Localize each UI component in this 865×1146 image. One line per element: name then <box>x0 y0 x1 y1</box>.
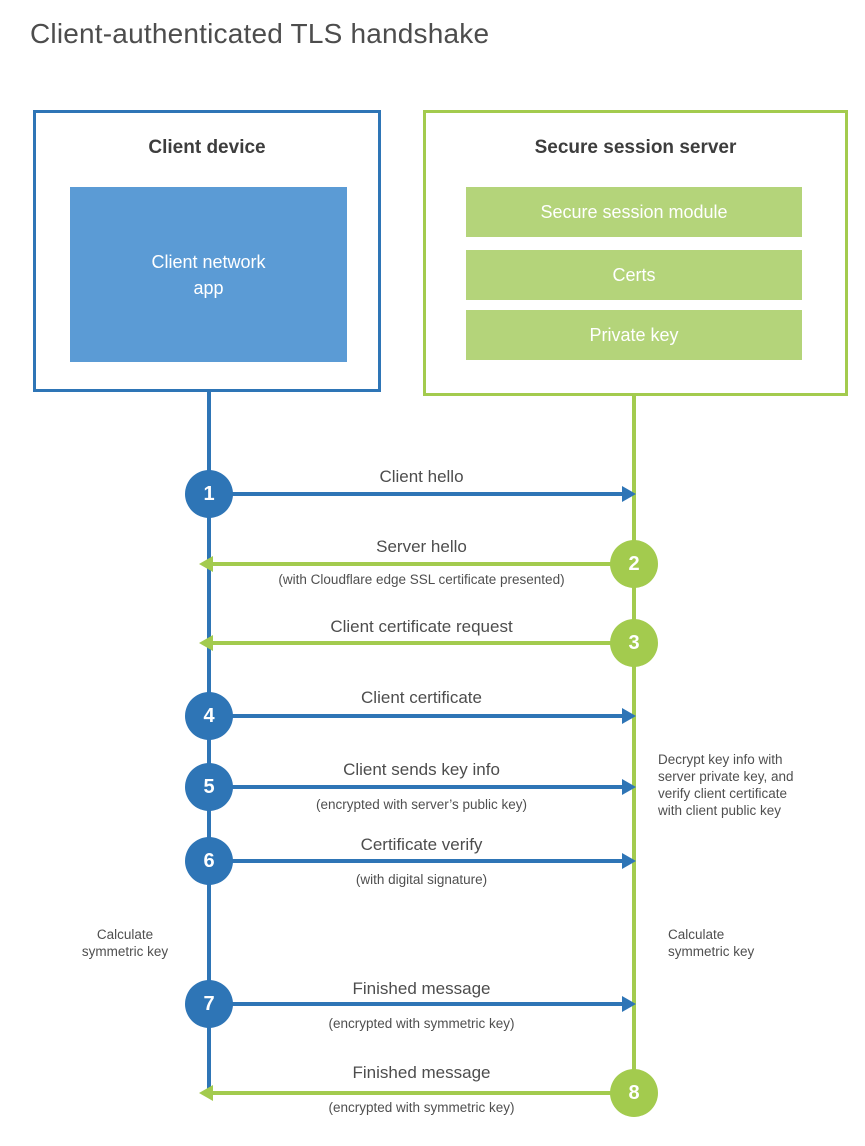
step-6-marker: 6 <box>185 837 233 885</box>
server-title: Secure session server <box>534 137 737 158</box>
step-8-marker: 8 <box>610 1069 658 1117</box>
step-4-arrow <box>231 714 623 718</box>
step-5-arrow <box>231 785 623 789</box>
step-8-arrow <box>212 1091 612 1095</box>
step-6-arrow <box>231 859 623 863</box>
step-3-label: Client certificate request <box>330 617 513 636</box>
step-2-arrowhead-icon <box>199 556 213 572</box>
step-5-sublabel: (encrypted with server’s public key) <box>315 797 528 812</box>
step-4-arrowhead-icon <box>622 708 636 724</box>
step-7-sublabel: (encrypted with symmetric key) <box>328 1016 515 1031</box>
step-7-label: Finished message <box>352 979 491 998</box>
note-client-calculate: Calculate symmetric key <box>81 927 169 959</box>
step-2-sublabel: (with Cloudflare edge SSL certificate pr… <box>278 572 565 587</box>
secure-session-module-bar: Secure session module <box>466 187 802 237</box>
step-7-arrowhead-icon <box>622 996 636 1012</box>
step-3-arrowhead-icon <box>199 635 213 651</box>
step-8-label: Finished message <box>352 1063 491 1082</box>
certs-bar: Certs <box>466 250 802 300</box>
step-1-arrow <box>231 492 623 496</box>
client-device-title: Client device <box>148 137 266 158</box>
step-7-marker: 7 <box>185 980 233 1028</box>
note-server-calculate: Calculate symmetric key <box>668 927 755 959</box>
step-1-label: Client hello <box>379 467 464 486</box>
step-1-marker: 1 <box>185 470 233 518</box>
client-network-app-box: Client network app <box>70 187 347 362</box>
step-5-label: Client sends key info <box>343 760 500 779</box>
client-lifeline <box>207 390 211 1095</box>
step-5-marker: 5 <box>185 763 233 811</box>
page-title: Client-authenticated TLS handshake <box>30 18 490 49</box>
step-7-arrow <box>231 1002 623 1006</box>
step-8-arrowhead-icon <box>199 1085 213 1101</box>
step-3-marker: 3 <box>610 619 658 667</box>
step-6-arrowhead-icon <box>622 853 636 869</box>
step-4-marker: 4 <box>185 692 233 740</box>
step-6-sublabel: (with digital signature) <box>355 872 488 887</box>
step-5-arrowhead-icon <box>622 779 636 795</box>
step-2-label: Server hello <box>376 537 467 556</box>
note-server-decrypt: Decrypt key info with server private key… <box>658 752 794 818</box>
step-6-label: Certificate verify <box>360 835 483 854</box>
step-2-arrow <box>212 562 612 566</box>
private-key-bar: Private key <box>466 310 802 360</box>
step-3-arrow <box>212 641 612 645</box>
step-8-sublabel: (encrypted with symmetric key) <box>328 1100 515 1115</box>
server-lifeline <box>632 394 636 1093</box>
step-4-label: Client certificate <box>361 688 482 707</box>
step-2-marker: 2 <box>610 540 658 588</box>
step-1-arrowhead-icon <box>622 486 636 502</box>
